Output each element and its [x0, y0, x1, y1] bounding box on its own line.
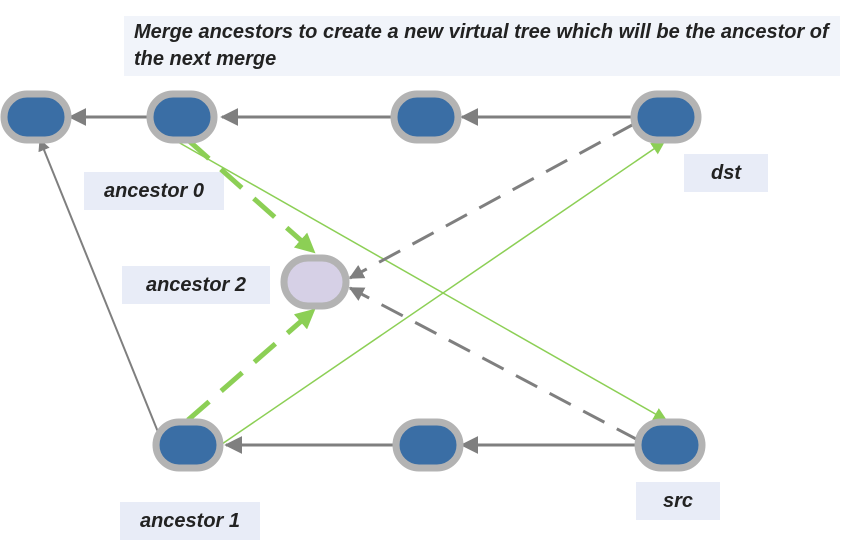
cross-line-ancestor1-to-dst	[221, 141, 666, 445]
node-bottom-2	[392, 418, 464, 472]
dashed-src-to-ancestor2	[348, 286, 639, 442]
diagram-caption: Merge ancestors to create a new virtual …	[124, 16, 840, 76]
node-src	[634, 418, 706, 472]
node-ancestor-0	[146, 90, 218, 144]
label-src: src	[636, 482, 720, 520]
node-ancestor-1	[152, 418, 224, 472]
node-root	[0, 90, 72, 144]
node-ancestor-2-virtual	[280, 254, 350, 310]
dashed-dst-to-ancestor2	[348, 122, 635, 280]
merge-arrow-ancestor0	[186, 138, 316, 254]
label-ancestor-0: ancestor 0	[84, 172, 224, 210]
node-dst	[630, 90, 702, 144]
merge-arrow-ancestor1	[186, 308, 316, 422]
label-ancestor-2: ancestor 2	[122, 266, 270, 304]
edge-ancestor1-to-root	[38, 138, 159, 433]
label-dst: dst	[684, 154, 768, 192]
node-top-2	[390, 90, 462, 144]
label-ancestor-1: ancestor 1	[120, 502, 260, 540]
cross-line-ancestor0-to-src	[177, 141, 668, 421]
